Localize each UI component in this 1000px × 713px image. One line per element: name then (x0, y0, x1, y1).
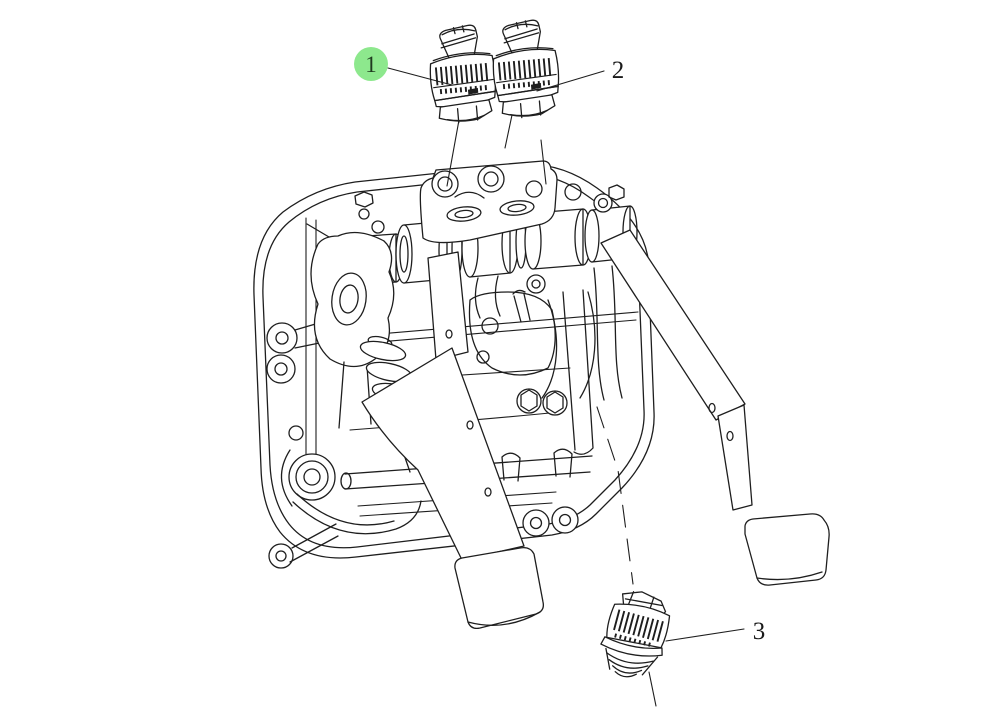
switch-part-1 (425, 22, 501, 126)
left-pedal-pad (454, 546, 544, 630)
right-pedal-pad (744, 513, 830, 586)
part-locator-lines (446, 114, 657, 707)
sensor-mount-bracket (419, 160, 558, 244)
callout-3-number[interactable]: 3 (753, 618, 766, 645)
right-pedal-arm (600, 229, 753, 511)
left-lever (306, 191, 395, 429)
left-pedal-arm (361, 251, 525, 561)
hub-3 (524, 208, 592, 270)
callout-1-number: 1 (365, 52, 377, 77)
lower-fasteners (516, 388, 579, 537)
switch-part-2 (488, 17, 564, 121)
plate-inner-details (442, 265, 623, 455)
left-rollers (266, 317, 422, 569)
callout-2-number[interactable]: 2 (612, 57, 625, 84)
pedal-assembly-drawing: 1 2 3 (253, 17, 830, 707)
switch-part-3 (600, 591, 671, 678)
callout-3[interactable]: 3 (665, 618, 766, 645)
callout-2[interactable]: 2 (536, 57, 625, 92)
callout-1-highlight[interactable] (354, 47, 388, 81)
callout-1[interactable]: 1 (354, 47, 453, 86)
